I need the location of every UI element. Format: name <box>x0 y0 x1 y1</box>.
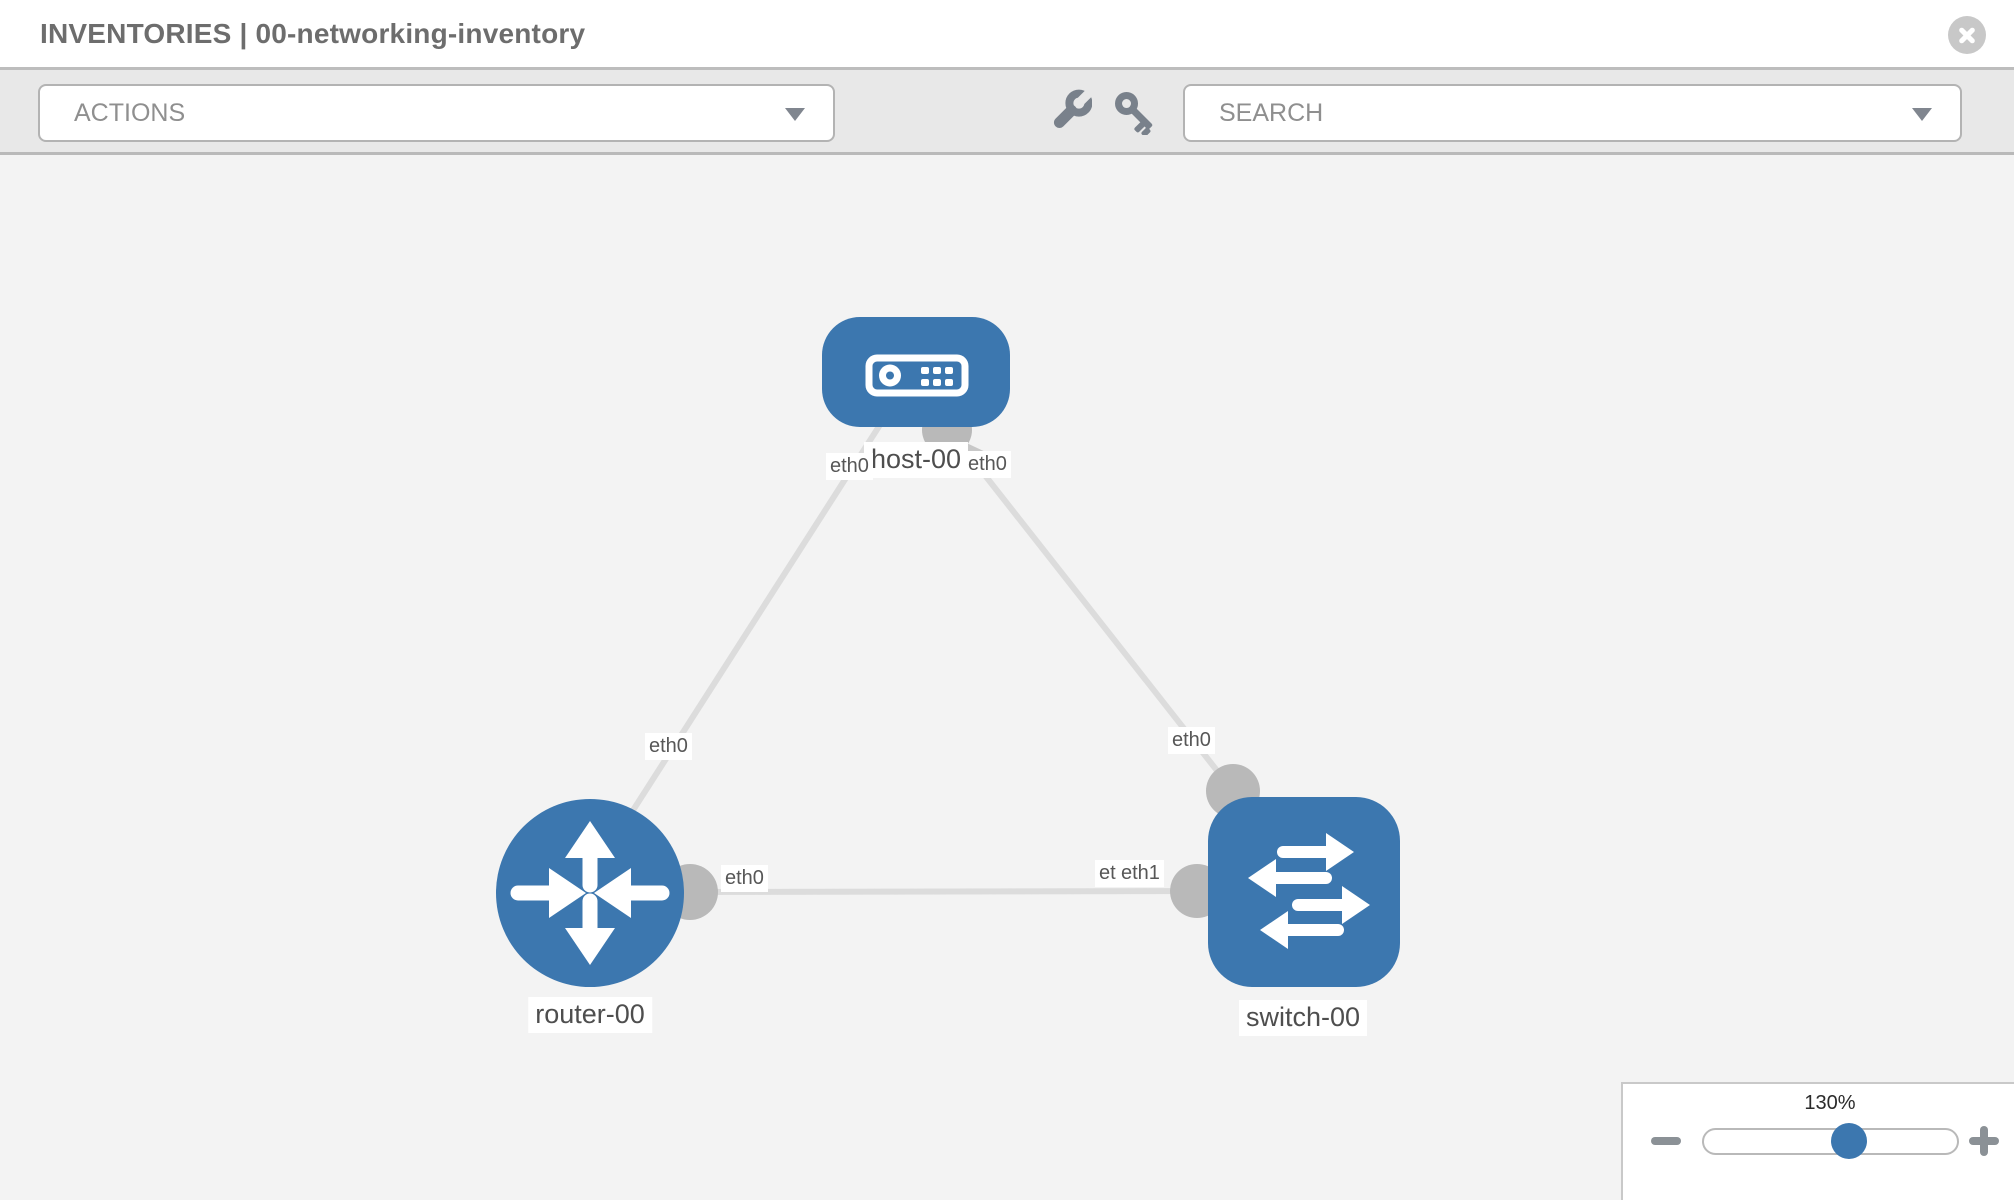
topology-graph <box>496 317 1400 987</box>
node-router-00[interactable] <box>496 799 684 987</box>
interface-label: eth1 <box>1117 860 1164 887</box>
node-label-host: host-00 <box>863 442 969 478</box>
zoom-out-button[interactable] <box>1651 1137 1681 1145</box>
host-device-icon <box>865 354 969 397</box>
header-bar: INVENTORIES | 00-networking-inventory <box>0 0 2014 70</box>
node-switch-00[interactable] <box>1208 797 1400 987</box>
zoom-slider-track[interactable] <box>1702 1123 1959 1159</box>
interface-label: eth0 <box>721 865 768 892</box>
zoom-panel: 130% <box>1621 1082 2014 1200</box>
link-router-switch[interactable] <box>689 888 1198 895</box>
zoom-slider-thumb[interactable] <box>1831 1123 1867 1159</box>
node-label-router: router-00 <box>528 997 652 1033</box>
node-label-switch: switch-00 <box>1238 1000 1368 1036</box>
actions-dropdown[interactable]: ACTIONS <box>38 84 835 142</box>
actions-dropdown-label: ACTIONS <box>74 99 186 127</box>
interface-label: eth0 <box>645 733 692 760</box>
caret-down-icon <box>1912 108 1932 121</box>
toolbar: ACTIONS SEARCH <box>0 70 2014 155</box>
router-arrows-icon <box>510 821 670 965</box>
key-icon[interactable] <box>1112 89 1158 135</box>
search-dropdown[interactable]: SEARCH <box>1183 84 1962 142</box>
switch-arrows-icon <box>1248 833 1370 949</box>
interface-label: eth0 <box>826 453 873 480</box>
page-title: INVENTORIES | 00-networking-inventory <box>40 18 586 49</box>
interface-label: eth0 <box>964 451 1011 478</box>
caret-down-icon <box>785 108 805 121</box>
interface-label: eth0 <box>1168 727 1215 754</box>
close-button[interactable] <box>1948 16 1986 54</box>
close-icon <box>1948 16 1986 54</box>
search-placeholder: SEARCH <box>1219 99 1324 127</box>
zoom-level-value: 130% <box>1804 1092 1856 1114</box>
topology-canvas[interactable]: host-00 eth0 eth0 eth0 eth0 eth0 eth0 et… <box>0 155 2014 1200</box>
node-host-00[interactable] <box>822 317 1010 427</box>
wrench-icon[interactable] <box>1046 89 1092 135</box>
zoom-in-button[interactable] <box>1969 1126 1999 1156</box>
